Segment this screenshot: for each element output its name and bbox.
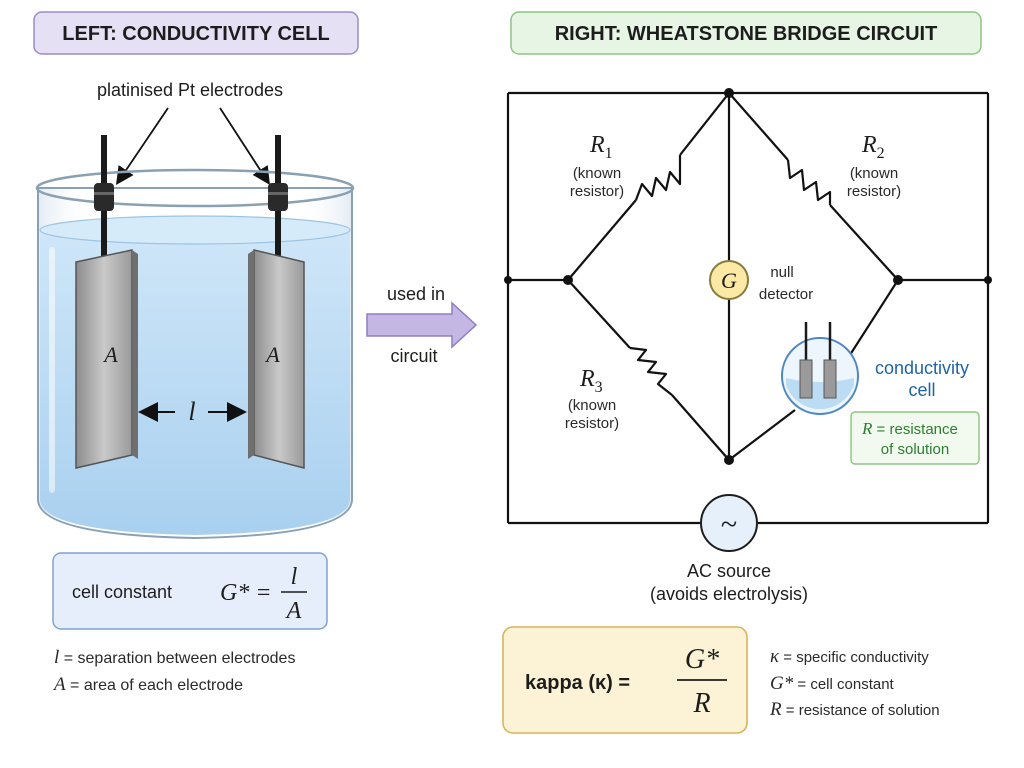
legend-kappa: κ = specific conductivity — [770, 646, 929, 667]
right-legend: κ = specific conductivity G* = cell cons… — [769, 646, 940, 720]
ac-source: ~ — [700, 494, 758, 552]
ac-source-symbol: ~ — [721, 508, 737, 541]
resistor-r2 — [786, 159, 832, 205]
separation-symbol: l — [188, 397, 195, 426]
cell-label-line2: cell — [908, 380, 935, 400]
arrow-bottom-label: circuit — [390, 346, 437, 366]
node-top — [724, 88, 734, 98]
r2-desc-line1: (known — [850, 165, 898, 182]
electrodes-label: platinised Pt electrodes — [97, 80, 283, 100]
right-title-box: RIGHT: WHEATSTONE BRIDGE CIRCUIT — [510, 11, 982, 55]
ac-source-note: (avoids electrolysis) — [650, 584, 808, 604]
detector-label-line1: null — [770, 264, 793, 281]
detector-symbol: G — [721, 268, 737, 293]
cell-note-line2: of solution — [881, 441, 949, 458]
electrode-pointer-left — [115, 107, 169, 185]
legend-cell-constant: G* = cell constant — [770, 673, 895, 694]
r3-desc-line1: (known — [568, 397, 616, 414]
conductivity-cell-icon — [781, 322, 859, 415]
bridge-wires — [506, 91, 990, 525]
cell-constant-lhs: G* = — [220, 580, 272, 606]
legend-resistance: R = resistance of solution — [769, 699, 940, 720]
left-panel-title: LEFT: CONDUCTIVITY CELL — [62, 23, 329, 45]
resistor-r1 — [634, 155, 682, 201]
node-outer-left — [504, 276, 512, 284]
cell-constant-box: cell constant G* = l A — [52, 552, 328, 630]
electrode-rod-right — [268, 135, 288, 265]
r2-symbol: R2 — [861, 132, 885, 162]
ac-source-label: AC source — [687, 561, 771, 581]
cell-constant-numerator: l — [291, 564, 298, 590]
node-outer-right — [984, 276, 992, 284]
cell-label-line1: conductivity — [875, 358, 969, 378]
kappa-numerator: G* — [685, 644, 719, 675]
resistor-r3 — [629, 346, 673, 396]
arrow-top-label: used in — [387, 284, 445, 304]
electrode-plate-right — [248, 249, 305, 469]
detector-label-line2: detector — [759, 286, 813, 303]
kappa-formula-box: kappa (κ) = G* R — [502, 626, 748, 734]
cell-constant-denominator: A — [285, 598, 302, 624]
electrode-pointer-right — [219, 107, 270, 186]
plate-area-label-right: A — [264, 342, 280, 367]
cell-resistance-note: R = resistance of solution — [850, 411, 980, 465]
left-legend: l = separation between electrodes A = ar… — [52, 647, 295, 695]
kappa-denominator: R — [692, 688, 710, 719]
node-bottom — [724, 455, 734, 465]
kappa-lhs: kappa (κ) = — [525, 672, 630, 694]
node-right — [893, 275, 903, 285]
plate-area-label-left: A — [102, 342, 118, 367]
r2-desc-line2: resistor) — [847, 183, 901, 200]
left-title-box: LEFT: CONDUCTIVITY CELL — [33, 11, 359, 55]
r1-desc-line1: (known — [573, 165, 621, 182]
electrode-rod-left — [94, 135, 114, 265]
null-detector: G — [709, 260, 749, 300]
r1-desc-line2: resistor) — [570, 183, 624, 200]
right-panel-title: RIGHT: WHEATSTONE BRIDGE CIRCUIT — [555, 23, 938, 45]
cell-constant-label: cell constant — [72, 582, 172, 602]
node-left — [563, 275, 573, 285]
r3-symbol: R3 — [579, 366, 603, 396]
used-in-arrow — [366, 301, 478, 349]
r3-desc-line2: resistor) — [565, 415, 619, 432]
electrode-plate-left — [75, 249, 138, 469]
legend-area: A = area of each electrode — [52, 674, 243, 695]
r1-symbol: R1 — [589, 132, 613, 162]
legend-separation: l = separation between electrodes — [54, 647, 295, 668]
cell-note-line1: R = resistance — [861, 419, 958, 438]
